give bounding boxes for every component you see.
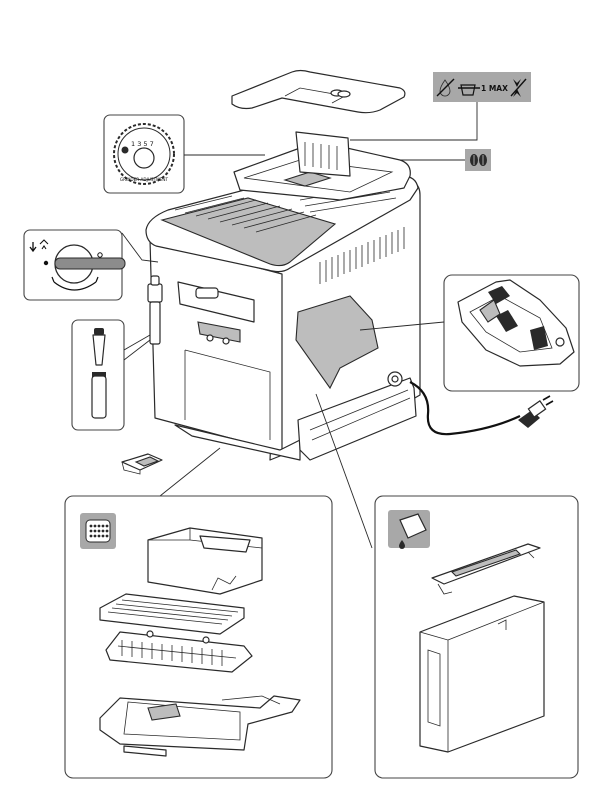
loose-spout-cover — [121, 453, 163, 475]
nozzle-parts — [91, 328, 107, 419]
water-tank-icon-strip: 1 MAX — [433, 72, 531, 102]
coffee-grounds-container — [147, 527, 263, 595]
water-level-max-label: 1 MAX — [481, 84, 508, 93]
brew-unit-cover — [295, 295, 379, 390]
steam-knob-leader-line — [121, 232, 159, 263]
drip-tray-base — [99, 695, 301, 757]
drip-tray-leader-line — [159, 447, 221, 497]
grinder-dial-numbers: 1 3 5 7 — [131, 140, 154, 148]
grinder-adjustment-dial: 1 3 5 7 GRINDER ADJUSTMENT — [113, 123, 175, 185]
coffee-beans-icon — [465, 149, 491, 171]
water-tank-lid — [431, 543, 541, 595]
brew-unit-leader-line — [359, 321, 445, 331]
water-tank — [419, 595, 545, 753]
brew-unit-detail — [457, 279, 575, 367]
side-vent-slots — [319, 227, 405, 284]
steam-nozzle — [147, 275, 163, 345]
power-cord — [409, 381, 554, 436]
no-ice-icon — [510, 78, 527, 97]
icon-strip-leader-line — [350, 102, 478, 141]
cup-level-icon — [458, 84, 480, 96]
nozzle-parts-leader-line — [123, 334, 151, 361]
water-tank-leader-line — [315, 393, 373, 549]
no-water-icon — [436, 78, 455, 97]
grinder-adjustment-label: GRINDER ADJUSTMENT — [120, 177, 169, 182]
machine-lid — [231, 69, 406, 114]
water-tank-icon — [388, 510, 430, 549]
drip-tray-insert — [105, 630, 253, 673]
grounds-container-icon — [80, 513, 116, 549]
drip-tray-grid — [99, 593, 245, 635]
steam-water-selector-icon — [29, 239, 126, 291]
machine-body — [145, 131, 421, 461]
